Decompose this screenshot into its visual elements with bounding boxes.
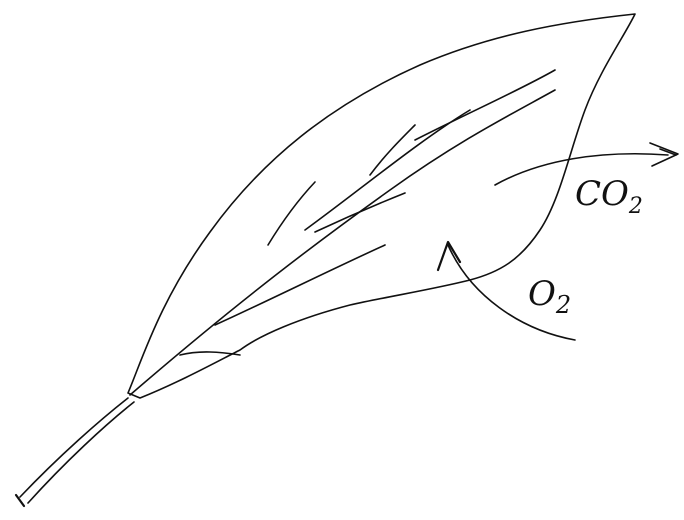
- leaf-stem-right: [27, 401, 135, 504]
- leaf-vein-lower-1: [314, 192, 406, 233]
- o2-label: O2: [528, 274, 571, 319]
- co2-arrow-head-inner: [659, 148, 677, 156]
- leaf-vein-upper-2: [369, 124, 416, 176]
- o2-subscript: 2: [555, 291, 571, 319]
- o2-arrow-shaft: [447, 244, 576, 341]
- o2-arrow-head: [436, 240, 462, 272]
- co2-subscript: 2: [628, 194, 643, 219]
- leaf-vein-lower-3: [179, 351, 241, 356]
- co2-arrow-head: [649, 142, 679, 167]
- co2-arrow-shaft: [494, 152, 669, 186]
- leaf-outline: [127, 13, 636, 399]
- leaf-vein-upper-3: [267, 181, 316, 246]
- leaf-vein-upper-4: [414, 69, 556, 141]
- leaf-vein-lower-2: [214, 244, 386, 326]
- leaf-midrib: [129, 89, 556, 396]
- co2-label: CO2: [575, 174, 643, 219]
- leaf-stem-base: [14, 493, 26, 508]
- leaf-vein-upper-1: [304, 109, 471, 231]
- leaf-stem-left: [19, 397, 129, 498]
